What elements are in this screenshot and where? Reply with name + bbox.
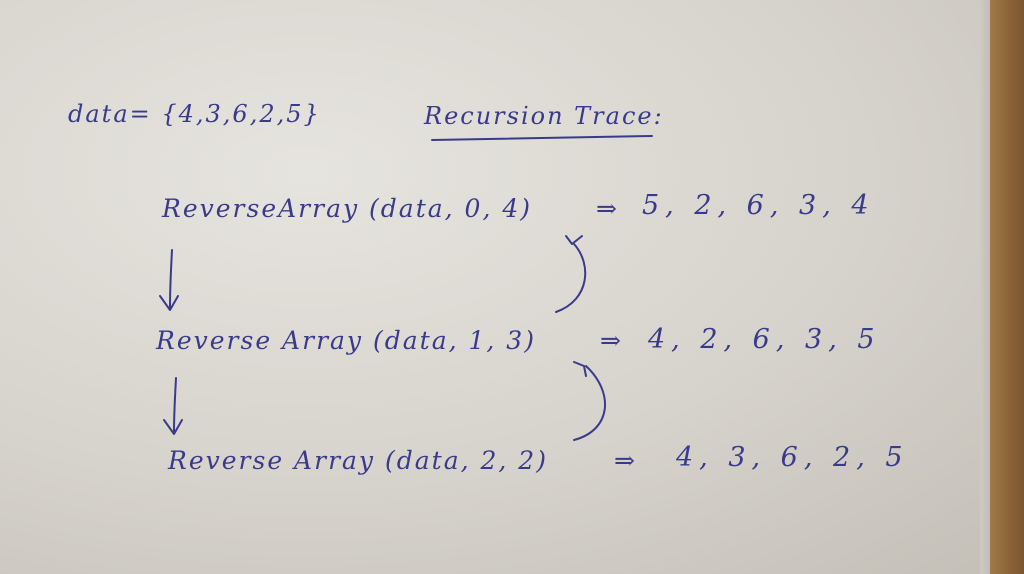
down-arrow-1 — [169, 249, 173, 309]
down-arrow-2 — [173, 377, 177, 433]
trace-title: Recursion Trace: — [424, 102, 664, 130]
call-2: Reverse Array (data, 1, 3) — [156, 326, 536, 355]
return-curve-1 — [555, 243, 587, 313]
call-3: Reverse Array (data, 2, 2) — [168, 446, 548, 475]
call-1: ReverseArray (data, 0, 4) — [162, 194, 533, 223]
data-definition: data= {4,3,6,2,5} — [68, 100, 321, 128]
call-3-result: 4, 3, 6, 2, 5 — [676, 442, 909, 473]
call-3-arrow: ⇒ — [614, 446, 637, 475]
desk-surface — [990, 0, 1024, 574]
call-1-arrow: ⇒ — [596, 194, 619, 223]
title-underline — [431, 135, 653, 141]
return-curve-2 — [573, 365, 607, 441]
call-1-result: 5, 2, 6, 3, 4 — [642, 190, 875, 221]
call-2-arrow: ⇒ — [600, 326, 623, 355]
call-2-result: 4, 2, 6, 3, 5 — [648, 324, 881, 355]
